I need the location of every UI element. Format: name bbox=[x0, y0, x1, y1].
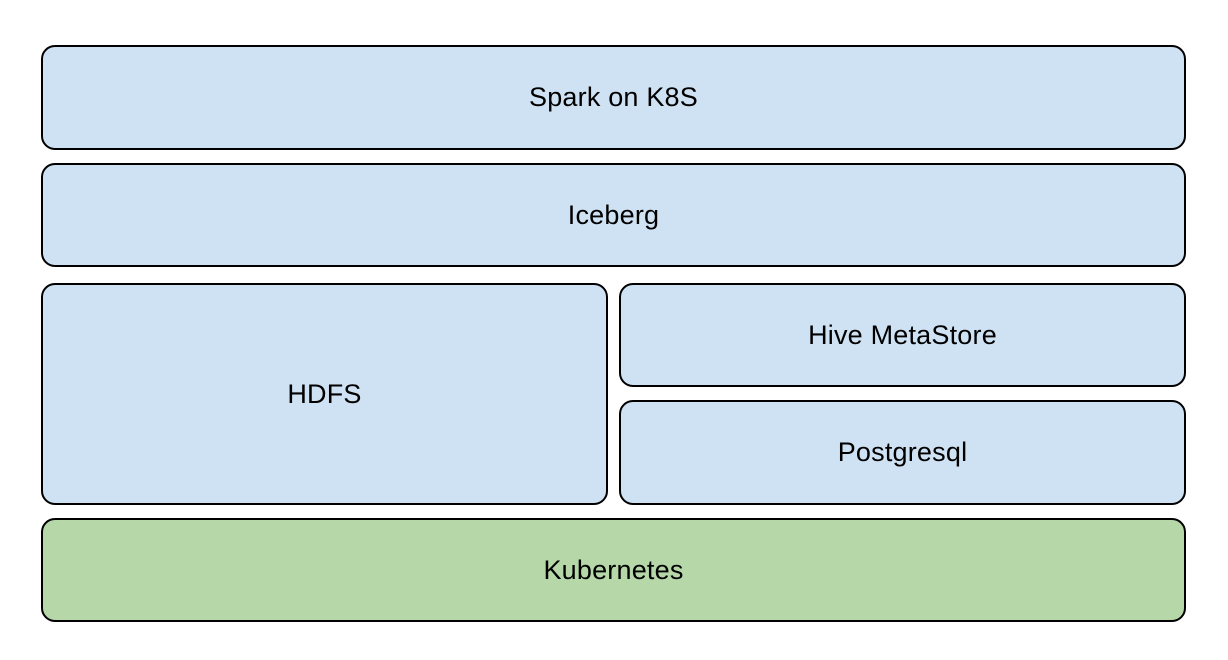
diagram-node-spark-on-k8s: Spark on K8S bbox=[41, 45, 1186, 150]
diagram-node-label: HDFS bbox=[287, 378, 362, 409]
diagram-node-label: Kubernetes bbox=[543, 554, 684, 585]
diagram-node-hdfs: HDFS bbox=[41, 283, 608, 505]
diagram-node-kubernetes: Kubernetes bbox=[41, 518, 1186, 622]
diagram-node-hive-metastore: Hive MetaStore bbox=[619, 283, 1186, 387]
diagram-node-postgresql: Postgresql bbox=[619, 400, 1186, 505]
diagram-node-label: Iceberg bbox=[567, 199, 660, 230]
diagram-node-label: Hive MetaStore bbox=[808, 319, 997, 350]
diagram-node-label: Spark on K8S bbox=[528, 82, 698, 112]
diagram-node-label: Postgresql bbox=[837, 437, 968, 467]
diagram-node-iceberg: Iceberg bbox=[41, 163, 1186, 267]
